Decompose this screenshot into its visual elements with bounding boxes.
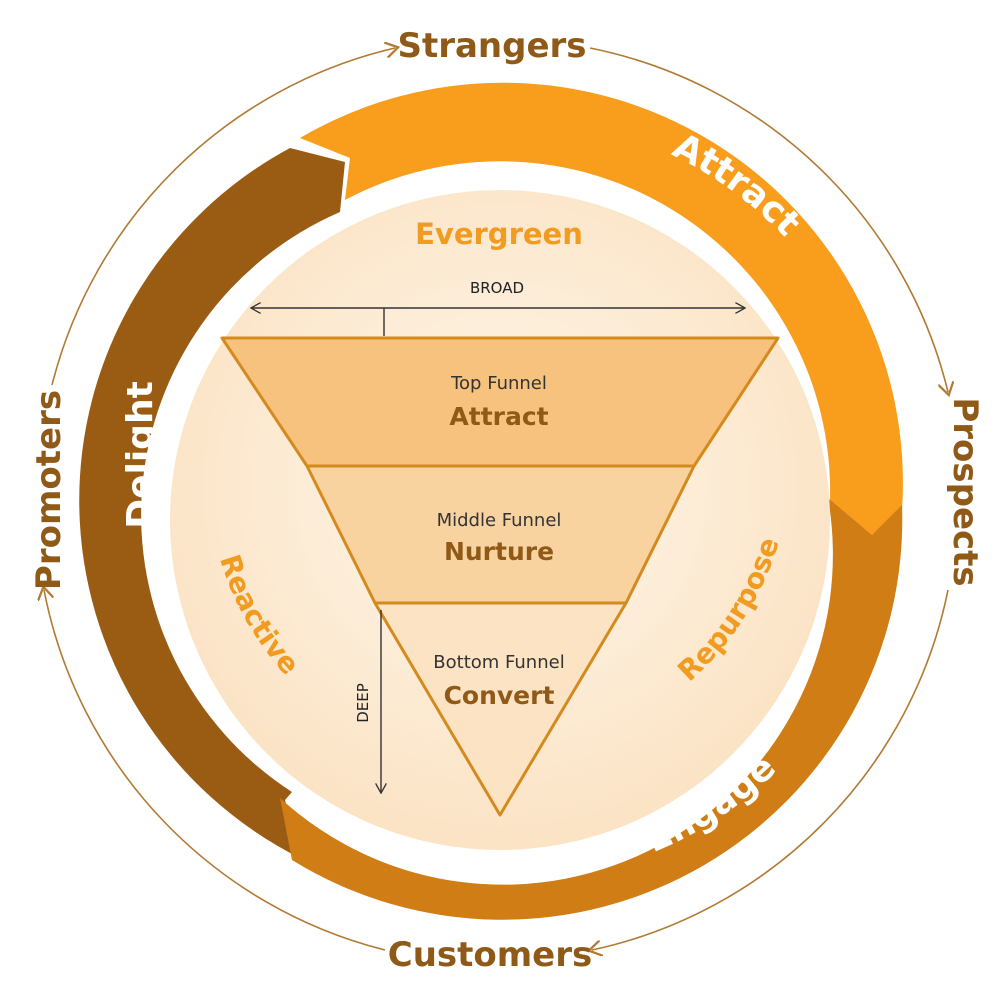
cycle-arc-left-top (51, 48, 395, 386)
scale-indicators (252, 308, 744, 792)
funnel (220, 336, 780, 817)
funnel-bottom-stage: Bottom Funnel (433, 652, 564, 673)
funnel-bottom-segment (373, 601, 628, 817)
outer-cycle-arcs (44, 48, 948, 950)
funnel-middle-stage: Middle Funnel (437, 510, 562, 531)
label-evergreen: Evergreen (415, 217, 583, 251)
label-deep: DEEP (354, 683, 372, 723)
funnel-middle-segment (305, 464, 696, 605)
cycle-arc-right-bottom (592, 589, 949, 950)
delight-band (79, 148, 345, 858)
funnel-top-action: Attract (449, 402, 548, 431)
cycle-arc-bottom-left (44, 590, 386, 951)
label-customers: Customers (388, 935, 593, 975)
label-broad: BROAD (470, 279, 524, 297)
engage-band (280, 498, 903, 920)
label-prospects: Prospects (945, 397, 985, 586)
cycle-arc-top-right (589, 47, 948, 392)
label-promoters: Promoters (29, 390, 69, 590)
ring-bands (79, 82, 903, 920)
attract-band (300, 82, 903, 535)
label-strangers: Strangers (397, 26, 586, 66)
funnel-top-stage: Top Funnel (450, 373, 547, 394)
funnel-middle-action: Nurture (444, 537, 554, 566)
ring-label-delight: Delight (120, 381, 161, 529)
funnel-bottom-action: Convert (444, 681, 555, 710)
